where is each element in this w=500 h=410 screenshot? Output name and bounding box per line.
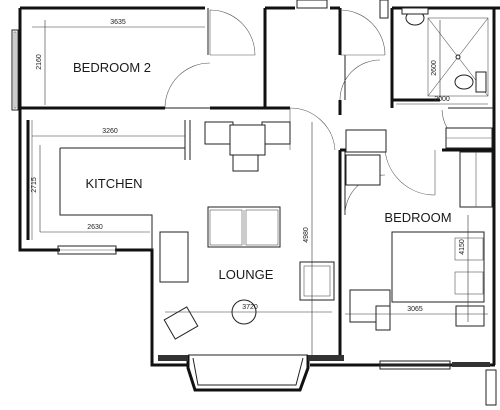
room-label-lounge: LOUNGE — [219, 267, 274, 282]
doors — [164, 9, 481, 216]
dimension-lines — [32, 20, 488, 355]
dim-bed2-depth: 2160 — [36, 54, 43, 70]
interior-walls — [20, 8, 494, 355]
dim-bathroom-depth: 2600 — [431, 60, 438, 76]
dim-bedroom-width: 3065 — [407, 306, 423, 313]
room-label-kitchen: KITCHEN — [85, 176, 142, 191]
outer-walls — [18, 6, 500, 392]
dim-lounge-depth: 4980 — [303, 227, 310, 243]
dim-bedroom-depth: 4150 — [459, 239, 466, 255]
kitchen-units — [31, 120, 189, 283]
dim-bed2-width: 3635 — [110, 19, 126, 26]
room-label-bedroom2: BEDROOM 2 — [73, 60, 151, 75]
dim-kitchen-width: 3260 — [102, 128, 118, 135]
room-label-bedroom: BEDROOM — [384, 210, 451, 225]
dim-kitchen-depth: 2715 — [31, 177, 38, 193]
windows — [11, 0, 497, 406]
dim-lounge-width: 3720 — [242, 304, 258, 311]
bathroom-fixtures — [401, 7, 493, 149]
dim-bathroom-width: 2000 — [434, 96, 450, 103]
furniture — [163, 121, 493, 340]
dim-kitchen-lower: 2630 — [87, 224, 103, 231]
